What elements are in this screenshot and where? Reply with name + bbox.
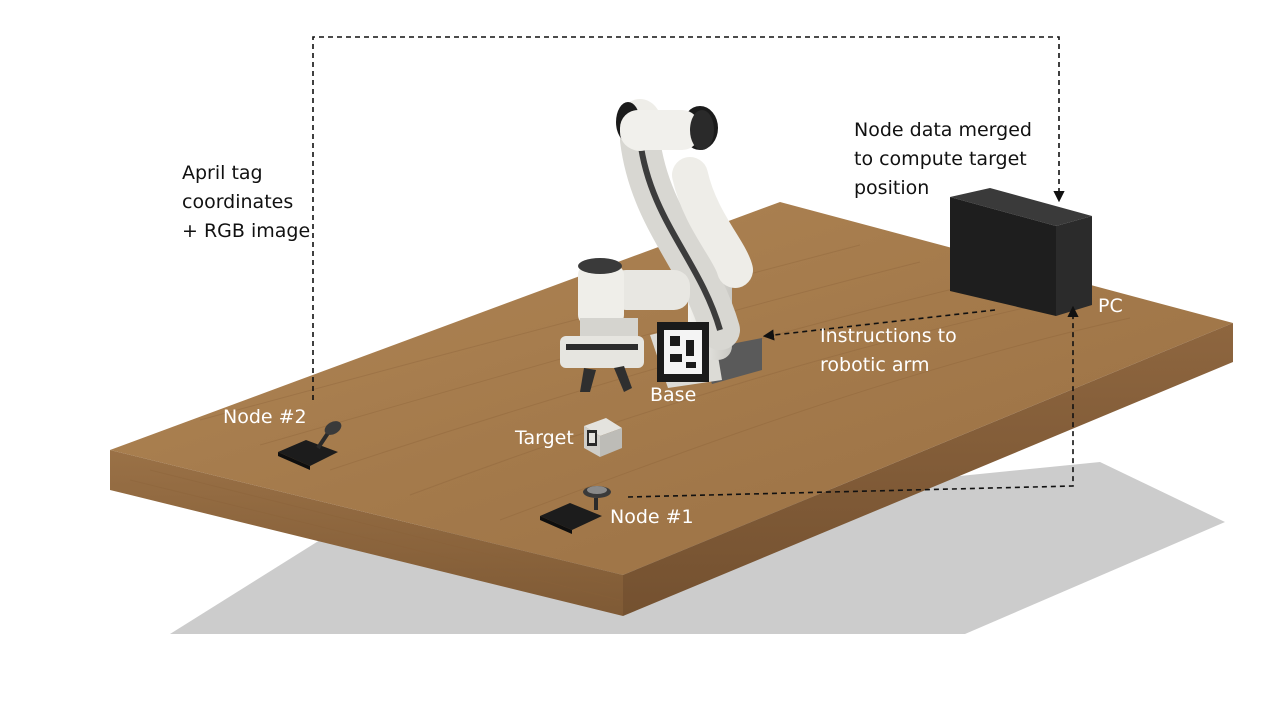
- instructions-label: Instructions to robotic arm: [820, 322, 957, 380]
- node2-to-pc-arrow: [312, 36, 1065, 400]
- node-data-line: Node data merged: [854, 119, 1032, 141]
- instructions-line: robotic arm: [820, 354, 930, 376]
- april-tag-icon: [657, 322, 709, 382]
- node-data-label: Node data merged to compute target posit…: [854, 116, 1032, 203]
- target-cube-icon: [584, 418, 622, 457]
- april-tag-label: April tag coordinates + RGB image: [182, 159, 310, 246]
- node-data-line: to compute target: [854, 148, 1027, 170]
- node-data-line: position: [854, 177, 930, 199]
- april-tag-line: + RGB image: [182, 220, 311, 242]
- instructions-line: Instructions to: [820, 325, 957, 347]
- node2-label: Node #2: [223, 406, 307, 428]
- pc-box-icon: [950, 188, 1092, 316]
- wooden-table: [110, 202, 1233, 616]
- target-label: Target: [515, 427, 574, 449]
- node1-to-pc-arrow: [627, 305, 1079, 498]
- pc-to-arm-arrow: [762, 309, 996, 341]
- data-flow-arrows: [312, 36, 1079, 498]
- table-right-edge: [623, 323, 1233, 616]
- pc-label: PC: [1098, 295, 1123, 317]
- camera-node-icon: [540, 486, 611, 534]
- table-front-edge: [110, 450, 623, 616]
- node1-label: Node #1: [610, 506, 694, 528]
- camera-node-icon: [278, 421, 342, 470]
- base-label: Base: [650, 384, 697, 406]
- april-tag-line: April tag: [182, 162, 263, 184]
- table-top: [110, 202, 1233, 575]
- april-tag-line: coordinates: [182, 191, 294, 213]
